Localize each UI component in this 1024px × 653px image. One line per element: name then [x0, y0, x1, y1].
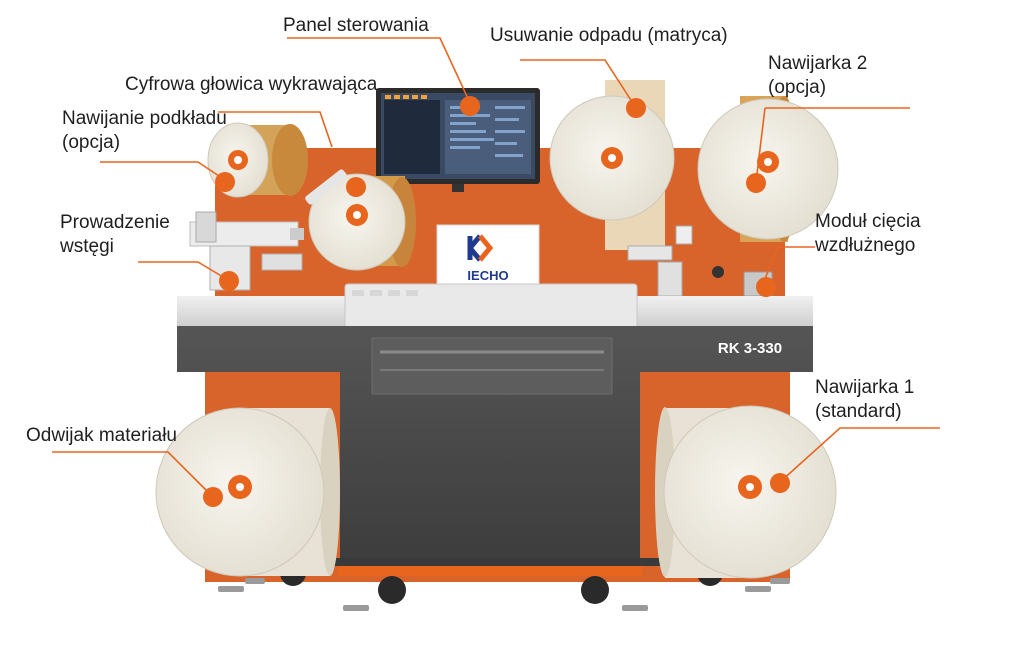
waste-matrix-roll [549, 80, 675, 250]
control-panel-monitor [376, 88, 540, 192]
label-waste-removal: Usuwanie odpadu (matryca) [490, 25, 728, 46]
body-window [371, 337, 613, 395]
label-rewinder-1-line2: (standard) [815, 401, 902, 422]
rewinder-1-roll [655, 405, 837, 579]
label-rewinder-2: Nawijarka 2 (opcja) [768, 52, 867, 100]
label-rewinder-1-line1: Nawijarka 1 [815, 377, 915, 398]
label-web-guide: Prowadzenie wstęgi [60, 211, 170, 259]
liner-rewind-roll [207, 122, 308, 198]
label-liner-rewind: Nawijanie podkładu (opcja) [62, 107, 227, 155]
label-slitting-module-line1: Moduł cięcia [815, 211, 921, 232]
label-slitting-module: Moduł cięcia wzdłużnego [815, 210, 921, 258]
top-plate-buttons [352, 290, 418, 296]
label-die-cut-head: Cyfrowa głowica wykrawająca [125, 74, 378, 95]
label-web-guide-line2: wstęgi [60, 236, 114, 257]
web-guide-unit [189, 211, 304, 291]
label-liner-rewind-line2: (opcja) [62, 132, 121, 153]
label-unwinder: Odwijak materiału [26, 425, 177, 446]
label-rewinder-2-line1: Nawijarka 2 [768, 53, 868, 74]
model-name-text: RK 3-330 [718, 340, 782, 357]
leveling-feet [218, 578, 790, 611]
iecho-logo-panel: IECHO [436, 224, 540, 294]
unwinder-roll [155, 407, 340, 577]
label-slitting-module-line2: wzdłużnego [815, 235, 916, 256]
brand-logo-text: IECHO [467, 268, 508, 283]
label-web-guide-line1: Prowadzenie [60, 212, 170, 233]
callout-leaders [52, 37, 940, 497]
callout-dots [203, 96, 790, 507]
machine-base [205, 558, 795, 566]
label-liner-rewind-line1: Nawijanie podkładu [62, 108, 227, 129]
machine-main-body [177, 326, 813, 560]
label-control-panel: Panel sterowania [283, 15, 429, 36]
label-rewinder-2-line2: (opcja) [768, 77, 827, 98]
label-rewinder-1: Nawijarka 1 (standard) [815, 376, 914, 424]
